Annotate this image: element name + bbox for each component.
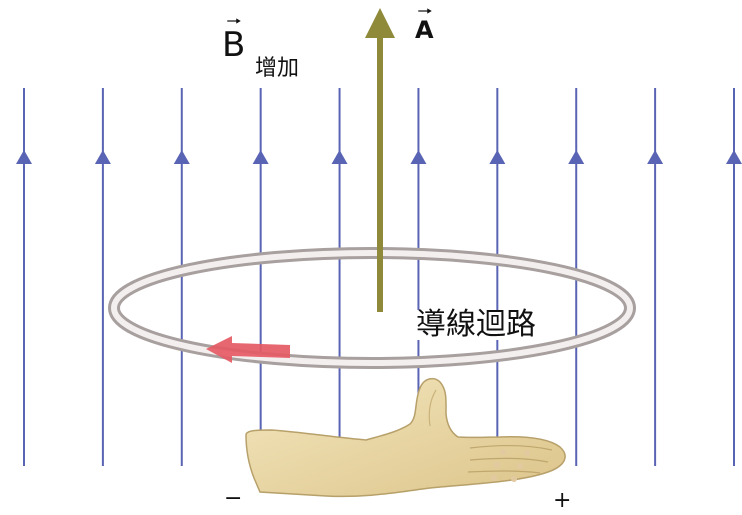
area-vector-label: A bbox=[413, 8, 437, 42]
loop-label: 導線迴路 bbox=[414, 310, 538, 340]
field-line bbox=[726, 88, 742, 466]
field-line-arrowhead bbox=[174, 150, 190, 164]
field-symbol-letter: B bbox=[222, 28, 245, 62]
area-vector-letter: A bbox=[415, 18, 434, 42]
field-caption: 增加 bbox=[255, 58, 299, 80]
field-line bbox=[253, 88, 269, 466]
positive-terminal: + bbox=[553, 490, 571, 512]
wire-loop-highlight bbox=[114, 253, 630, 363]
field-line-arrowhead bbox=[16, 150, 32, 164]
vector-arrow-icon bbox=[224, 18, 244, 24]
field-line-arrowhead bbox=[253, 150, 269, 164]
area-vector-arrow bbox=[365, 8, 395, 312]
right-hand-icon bbox=[246, 379, 565, 497]
field-line bbox=[489, 88, 505, 466]
field-line bbox=[332, 88, 348, 466]
field-line bbox=[647, 88, 663, 466]
vector-arrow-icon bbox=[415, 8, 435, 14]
field-line-arrowhead bbox=[568, 150, 584, 164]
field-line-arrowhead bbox=[489, 150, 505, 164]
field-line-arrowhead bbox=[726, 150, 742, 164]
field-line-arrowhead bbox=[95, 150, 111, 164]
field-line bbox=[16, 88, 32, 466]
negative-terminal: − bbox=[224, 488, 242, 510]
field-symbol: B bbox=[220, 18, 248, 64]
field-line-arrowhead bbox=[332, 150, 348, 164]
field-line bbox=[95, 88, 111, 466]
field-line-arrowhead bbox=[647, 150, 663, 164]
field-line-arrowhead bbox=[410, 150, 426, 164]
